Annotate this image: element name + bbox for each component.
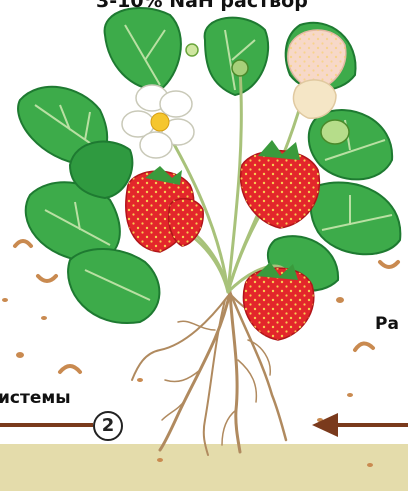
root xyxy=(238,360,256,402)
arrow-left-icon xyxy=(312,413,408,437)
root xyxy=(222,410,236,445)
soil-crumb xyxy=(347,393,353,397)
flower-bud xyxy=(232,60,248,76)
left-label: истемы xyxy=(0,390,71,407)
soil-layer xyxy=(0,444,408,491)
number-circle-icon: 2 xyxy=(93,411,123,441)
right-label: Ра xyxy=(375,316,399,333)
soil-crumb xyxy=(355,343,373,350)
root xyxy=(178,321,215,330)
soil-crumb xyxy=(38,276,56,281)
soil-crumb xyxy=(60,366,80,372)
top-caption: 3-10% NaH раствор xyxy=(96,0,308,11)
leaf xyxy=(205,18,269,95)
leaf xyxy=(105,8,181,90)
root xyxy=(230,292,240,452)
soil-crumb xyxy=(15,241,31,246)
soil-crumb xyxy=(16,352,24,358)
soil-crumb xyxy=(2,298,8,302)
soil-crumb xyxy=(336,297,344,303)
flower-center xyxy=(151,113,169,131)
soil-crumb xyxy=(380,262,398,267)
green-berry xyxy=(321,120,349,144)
flower-bud xyxy=(186,44,198,56)
soil-crumb xyxy=(41,316,47,320)
leaf xyxy=(311,182,401,254)
leaf xyxy=(68,249,159,323)
soil-crumb xyxy=(137,378,143,382)
strawberry xyxy=(241,140,320,228)
leaf xyxy=(309,110,392,179)
soil-crumb xyxy=(367,463,373,467)
flower xyxy=(122,85,194,158)
soil-crumb xyxy=(157,458,163,462)
root xyxy=(160,292,230,450)
